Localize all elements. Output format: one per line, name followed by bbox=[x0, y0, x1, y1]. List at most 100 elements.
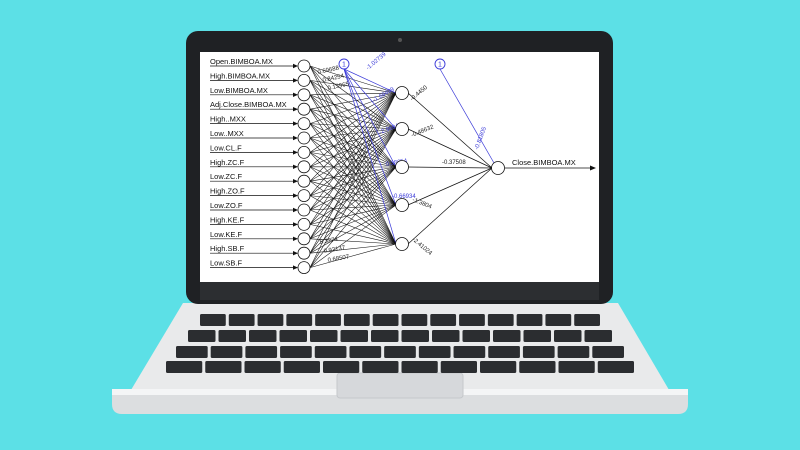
input-label: Low..MXX bbox=[210, 129, 244, 138]
input-hidden-edge bbox=[309, 108, 397, 130]
keyboard-key bbox=[401, 330, 429, 342]
keyboard-key bbox=[280, 346, 312, 358]
input-node bbox=[297, 117, 311, 130]
hidden-output-edge bbox=[407, 167, 493, 245]
input-label: Adj.Close.BIMBOA.MX bbox=[210, 100, 287, 109]
input-label: Low.ZO.F bbox=[210, 201, 243, 210]
screen-bottom-strip bbox=[200, 282, 599, 300]
keyboard-key bbox=[362, 361, 399, 373]
keyboard-key bbox=[574, 314, 600, 326]
input-hidden-edge bbox=[309, 92, 397, 96]
input-hidden-edge bbox=[309, 92, 397, 153]
hidden-node bbox=[395, 122, 409, 136]
input-weight-label: 0.68507 bbox=[327, 254, 350, 264]
input-arrowhead bbox=[293, 179, 298, 184]
input-hidden-edge bbox=[309, 94, 397, 168]
input-hidden-edge bbox=[309, 224, 397, 245]
input-hidden-edge bbox=[309, 94, 397, 130]
input-hidden-edge bbox=[309, 243, 397, 254]
keyboard-key bbox=[245, 346, 278, 358]
keyboard-key bbox=[228, 314, 255, 326]
input-hidden-edge bbox=[309, 195, 397, 245]
keyboard-key bbox=[418, 346, 451, 358]
keyboard-key bbox=[283, 361, 320, 373]
keyboard-key bbox=[314, 346, 347, 358]
keyboard-key bbox=[188, 330, 216, 342]
webcam bbox=[398, 38, 402, 42]
keyboard-key bbox=[462, 330, 490, 342]
hidden-node bbox=[395, 198, 409, 212]
input-node bbox=[297, 174, 311, 188]
input-hidden-edge bbox=[309, 92, 397, 225]
keyboard-key bbox=[200, 314, 226, 326]
hidden-output-edge bbox=[407, 167, 493, 206]
input-hidden-edge bbox=[309, 94, 397, 206]
bias-hidden-edge bbox=[343, 68, 397, 94]
input-hidden-edge bbox=[309, 109, 397, 206]
keyboard-key bbox=[343, 314, 370, 326]
keyboard-key bbox=[516, 314, 543, 326]
bias-hidden-edge bbox=[343, 68, 397, 168]
keyboard-key bbox=[310, 330, 338, 342]
bias-node-label: 1 bbox=[342, 62, 346, 69]
hidden-output-edge bbox=[407, 92, 493, 169]
hidden-output-edge bbox=[407, 128, 493, 169]
bias-hidden-edge bbox=[343, 68, 397, 130]
input-arrowhead bbox=[293, 164, 298, 169]
input-hidden-edge bbox=[309, 195, 397, 206]
keyboard-key bbox=[523, 330, 551, 342]
keyboard-key bbox=[210, 346, 243, 358]
input-label: High.ZO.F bbox=[210, 187, 245, 196]
input-hidden-edge bbox=[309, 128, 397, 225]
input-node bbox=[297, 145, 311, 159]
input-hidden-edge bbox=[309, 80, 397, 206]
input-label: Low.SB.F bbox=[210, 259, 243, 268]
bias-hidden-edge bbox=[343, 68, 397, 206]
keyboard-key bbox=[522, 346, 555, 358]
input-arrowhead bbox=[293, 78, 298, 83]
keyboard-key bbox=[218, 330, 246, 342]
input-label: Low.KE.F bbox=[210, 230, 243, 239]
input-label: Low.ZC.F bbox=[210, 172, 243, 181]
bias-node-label: 1 bbox=[438, 62, 442, 69]
input-hidden-edge bbox=[309, 65, 397, 206]
keyboard-key bbox=[244, 361, 281, 373]
keyboard-key bbox=[249, 330, 277, 342]
keyboard-key bbox=[453, 346, 486, 358]
input-hidden-edge bbox=[309, 128, 397, 254]
output-group: Close.BIMBOA.MX bbox=[505, 158, 596, 171]
input-arrowhead bbox=[293, 107, 298, 112]
input-label: High..MXX bbox=[210, 115, 246, 124]
input-arrowhead bbox=[293, 63, 298, 69]
input-hidden-edge bbox=[309, 204, 397, 254]
keyboard-key bbox=[557, 346, 590, 358]
input-hidden-edge bbox=[309, 123, 397, 168]
keyboard-key bbox=[372, 314, 399, 326]
input-hidden-edge bbox=[309, 92, 397, 182]
keyboard-key bbox=[480, 361, 517, 373]
hidden-node bbox=[395, 86, 409, 100]
input-arrowhead bbox=[293, 251, 298, 256]
hidden-output-edge bbox=[407, 166, 493, 169]
input-node bbox=[297, 189, 311, 203]
input-node bbox=[297, 203, 311, 217]
input-node bbox=[297, 102, 311, 116]
input-label: High.SB.F bbox=[210, 244, 245, 253]
input-hidden-edge bbox=[309, 92, 397, 268]
keyboard-key bbox=[257, 314, 284, 326]
input-arrowhead bbox=[293, 121, 298, 126]
input-hidden-edge bbox=[309, 128, 397, 153]
bias-edges bbox=[343, 68, 495, 245]
input-hidden-edge bbox=[309, 243, 397, 268]
keyboard-key bbox=[371, 330, 399, 342]
keyboard-key bbox=[459, 314, 485, 326]
input-weight-label: 0.13965 bbox=[327, 81, 350, 92]
input-hidden-edge bbox=[309, 92, 397, 196]
keyboard-key bbox=[558, 361, 595, 373]
hidden-output-weight-label: -0.37508 bbox=[442, 160, 466, 166]
input-hidden-edge bbox=[309, 128, 397, 139]
input-node bbox=[297, 232, 311, 246]
input-hidden-edge bbox=[309, 128, 397, 211]
